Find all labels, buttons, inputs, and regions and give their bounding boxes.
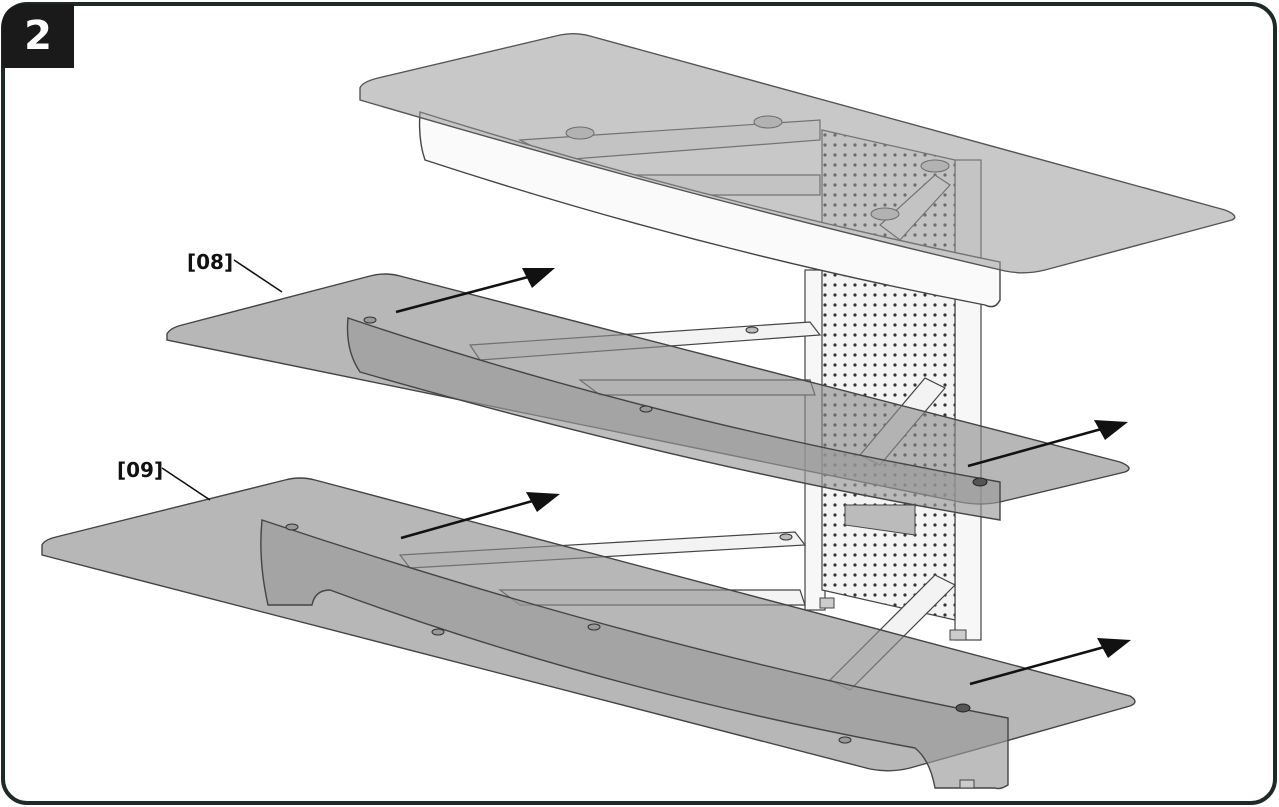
arrow-right-icon — [395, 268, 555, 314]
part-callout-08: [08] — [187, 250, 234, 274]
leader-line-09 — [161, 467, 211, 501]
part-callout-09: [09] — [117, 458, 164, 482]
arrow-right-icon — [400, 492, 560, 540]
arrow-right-icon — [967, 420, 1128, 468]
arrow-right-icon — [969, 638, 1131, 686]
step-number-badge: 2 — [2, 4, 74, 68]
leader-line-08 — [233, 259, 283, 293]
step-number: 2 — [24, 13, 52, 59]
shelf-08 — [166, 273, 1130, 536]
top-shelf — [359, 33, 1236, 308]
shelf-09 — [41, 477, 1136, 790]
